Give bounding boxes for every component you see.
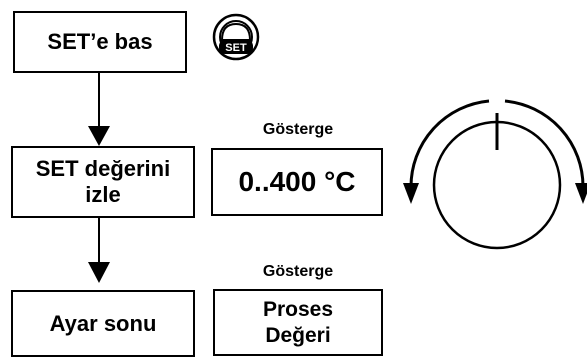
rotary-knob-icon <box>403 99 587 250</box>
step-press-set-label: SET’e bas <box>47 29 153 54</box>
display-top-value: 0..400 °C <box>238 166 356 197</box>
display-bottom-line2: Değeri <box>265 323 331 347</box>
step-watch-set-label-line1: SET değerini <box>35 156 171 181</box>
flow-arrow-1 <box>88 73 110 146</box>
step-watch-set-label-line2: izle <box>85 182 121 207</box>
set-button-label: SET <box>225 42 247 54</box>
flow-arrow-2 <box>88 218 110 283</box>
step-press-set: SET’e bas <box>13 11 187 73</box>
display-top-caption: Gösterge <box>262 121 334 138</box>
step-watch-set-value: SET değerini izle <box>11 146 195 218</box>
display-bottom-caption: Gösterge <box>262 263 334 280</box>
set-button-icon: SET <box>212 13 260 61</box>
step-end-label: Ayar sonu <box>49 310 157 336</box>
step-end: Ayar sonu <box>11 290 195 357</box>
display-bottom: Proses Değeri <box>213 289 383 356</box>
display-bottom-line1: Proses <box>262 297 334 321</box>
display-top: 0..400 °C <box>211 148 383 216</box>
